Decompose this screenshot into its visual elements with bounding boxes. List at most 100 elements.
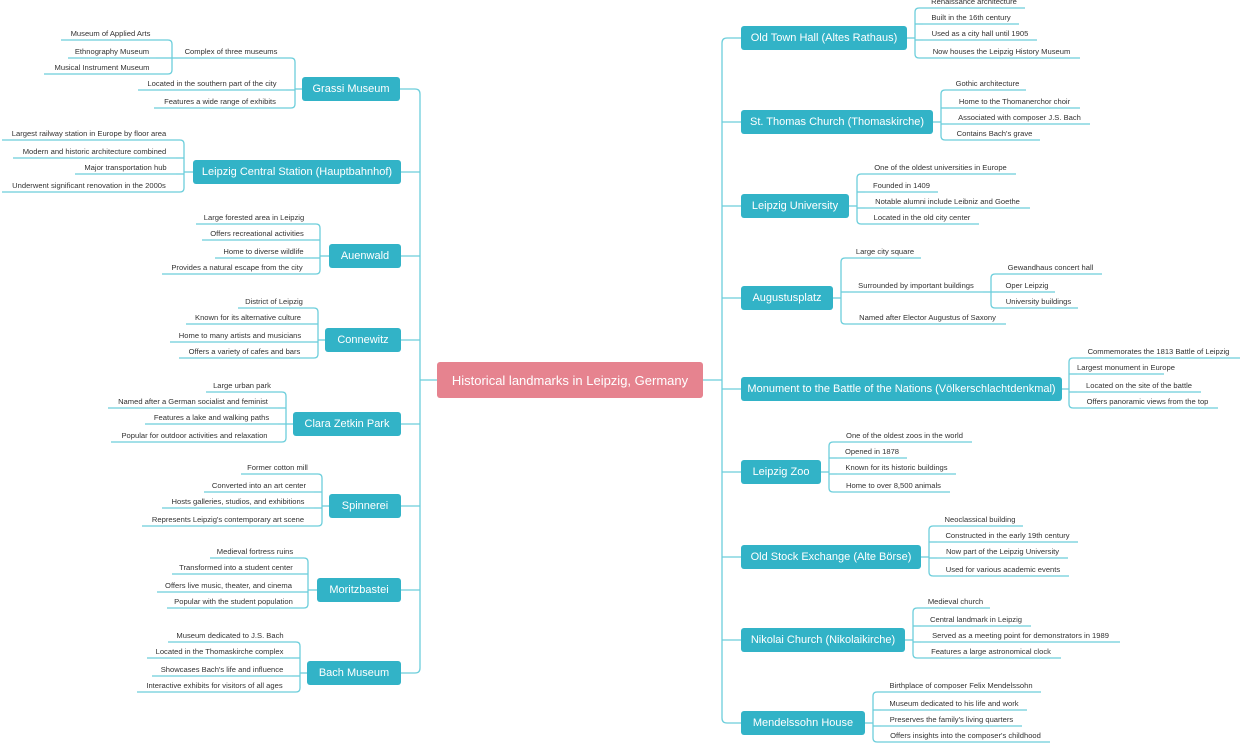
branch-st-thomas-church-thomaskirche-link-3 bbox=[940, 135, 949, 141]
branch-mendelssohn-house-leaf-1[interactable]: Museum dedicated to his life and work bbox=[889, 699, 1019, 708]
branch-connewitz-leaf-1[interactable]: Known for its alternative culture bbox=[195, 313, 301, 322]
branch-clara-zetkin-park-leaf-1[interactable]: Named after a German socialist and femin… bbox=[118, 397, 268, 406]
branch-nikolai-church-nikolaikirche-leaf-1[interactable]: Central landmark in Leipzig bbox=[929, 615, 1022, 624]
branch-monument-to-the-battle-of-the-na-leaf-0[interactable]: Commemorates the 1813 Battle of Leipzig bbox=[1087, 347, 1230, 356]
branch-old-town-hall-altes-rathaus[interactable]: Old Town Hall (Altes Rathaus) bbox=[741, 26, 907, 50]
branch-nikolai-church-nikolaikirche-link-3 bbox=[912, 653, 921, 659]
branch-leipzig-zoo-leaf-3[interactable]: Home to over 8,500 animals bbox=[846, 481, 941, 490]
branch-moritzbastei[interactable]: Moritzbastei bbox=[317, 578, 401, 602]
branch-augustusplatz-sub-1-leaf-0[interactable]: Gewandhaus concert hall bbox=[1007, 263, 1094, 272]
branch-auenwald-leaf-2[interactable]: Home to diverse wildlife bbox=[223, 247, 304, 256]
branch-clara-zetkin-park-leaf-3[interactable]: Popular for outdoor activities and relax… bbox=[121, 431, 268, 440]
branch-spinnerei-link-3 bbox=[314, 521, 323, 527]
branch-bach-museum[interactable]: Bach Museum bbox=[307, 661, 401, 685]
branch-bach-museum-leaf-0[interactable]: Museum dedicated to J.S. Bach bbox=[176, 631, 284, 640]
branch-leipzig-zoo-leaf-0[interactable]: One of the oldest zoos in the world bbox=[846, 431, 963, 440]
branch-leipzig-university-leaf-3[interactable]: Located in the old city center bbox=[873, 213, 971, 222]
branch-nikolai-church-nikolaikirche-leaf-0[interactable]: Medieval church bbox=[927, 597, 984, 606]
branch-leipzig-university-leaf-2[interactable]: Notable alumni include Leibniz and Goeth… bbox=[875, 197, 1020, 206]
branch-st-thomas-church-thomaskirche[interactable]: St. Thomas Church (Thomaskirche) bbox=[741, 110, 933, 134]
branch-mendelssohn-house-leaf-0[interactable]: Birthplace of composer Felix Mendelssohn bbox=[889, 681, 1033, 690]
branch-old-stock-exchange-alte-b-rse[interactable]: Old Stock Exchange (Alte Börse) bbox=[741, 545, 921, 569]
branch-grassi-museum[interactable]: Grassi Museum bbox=[302, 77, 400, 101]
branch-augustusplatz-sub-1-leaf-1[interactable]: Oper Leipzig bbox=[1005, 281, 1049, 290]
branch-old-stock-exchange-alte-b-rse-leaf-1[interactable]: Constructed in the early 19th century bbox=[945, 531, 1070, 540]
branch-grassi-museum-leaf-2[interactable]: Features a wide range of exhibits bbox=[164, 97, 276, 106]
branch-auenwald[interactable]: Auenwald bbox=[329, 244, 401, 268]
branch-monument-to-the-battle-of-the-na[interactable]: Monument to the Battle of the Nations (V… bbox=[741, 377, 1062, 401]
branch-connewitz-link-0 bbox=[310, 307, 319, 313]
branch-old-town-hall-altes-rathaus-leaf-0[interactable]: Renaissance architecture bbox=[931, 0, 1017, 6]
branch-moritzbastei-leaf-0[interactable]: Medieval fortress ruins bbox=[216, 547, 294, 556]
branch-monument-to-the-battle-of-the-na-leaf-1[interactable]: Largest monument in Europe bbox=[1077, 363, 1175, 372]
branch-leipzig-central-station-hauptbah[interactable]: Leipzig Central Station (Hauptbahnhof) bbox=[193, 160, 401, 184]
branch-leipzig-university-leaf-1[interactable]: Founded in 1409 bbox=[872, 181, 930, 190]
branch-connewitz-leaf-2[interactable]: Home to many artists and musicians bbox=[178, 331, 302, 340]
branch-leipzig-zoo-leaf-1[interactable]: Opened in 1878 bbox=[844, 447, 900, 456]
branch-spinnerei-leaf-0[interactable]: Former cotton mill bbox=[247, 463, 308, 472]
branch-grassi-museum-sub-0-leaf-1[interactable]: Ethnography Museum bbox=[74, 47, 150, 56]
branch-monument-to-the-battle-of-the-na-leaf-2[interactable]: Located on the site of the battle bbox=[1086, 381, 1192, 390]
branch-clara-zetkin-park-leaf-2[interactable]: Features a lake and walking paths bbox=[153, 413, 270, 422]
branch-nikolai-church-nikolaikirche[interactable]: Nikolai Church (Nikolaikirche) bbox=[741, 628, 905, 652]
branch-st-thomas-church-thomaskirche-leaf-2[interactable]: Associated with composer J.S. Bach bbox=[958, 113, 1081, 122]
branch-leipzig-university[interactable]: Leipzig University bbox=[741, 194, 849, 218]
branch-nikolai-church-nikolaikirche-leaf-3[interactable]: Features a large astronomical clock bbox=[931, 647, 1051, 656]
branch-auenwald-leaf-3[interactable]: Provides a natural escape from the city bbox=[171, 263, 303, 272]
branch-st-thomas-church-thomaskirche-leaf-3[interactable]: Contains Bach's grave bbox=[956, 129, 1033, 138]
branch-auenwald-leaf-0[interactable]: Large forested area in Leipzig bbox=[203, 213, 305, 222]
branch-nikolai-church-nikolaikirche-leaf-2[interactable]: Served as a meeting point for demonstrat… bbox=[932, 631, 1109, 640]
branch-connewitz-leaf-0[interactable]: District of Leipzig bbox=[245, 297, 303, 306]
branch-clara-zetkin-park[interactable]: Clara Zetkin Park bbox=[293, 412, 401, 436]
branch-augustusplatz-leaf-2[interactable]: Named after Elector Augustus of Saxony bbox=[859, 313, 996, 322]
branch-old-stock-exchange-alte-b-rse-leaf-3[interactable]: Used for various academic events bbox=[945, 565, 1061, 574]
branch-spinnerei[interactable]: Spinnerei bbox=[329, 494, 401, 518]
branch-old-stock-exchange-alte-b-rse-link-0 bbox=[928, 525, 937, 531]
branch-augustusplatz-sub-1-leaf-2[interactable]: University buildings bbox=[1005, 297, 1072, 306]
branch-leipzig-central-station-hauptbah-leaf-3[interactable]: Underwent significant renovation in the … bbox=[12, 181, 166, 190]
branch-bach-museum-leaf-1[interactable]: Located in the Thomaskirche complex bbox=[155, 647, 284, 656]
branch-leipzig-central-station-hauptbah-link-3 bbox=[176, 187, 185, 193]
branch-old-stock-exchange-alte-b-rse-leaf-2[interactable]: Now part of the Leipzig University bbox=[945, 547, 1060, 556]
branch-grassi-museum-sub-0-leaf-2[interactable]: Musical Instrument Museum bbox=[54, 63, 150, 72]
branch-moritzbastei-leaf-1[interactable]: Transformed into a student center bbox=[179, 563, 293, 572]
branch-leipzig-zoo[interactable]: Leipzig Zoo bbox=[741, 460, 821, 484]
branch-old-town-hall-altes-rathaus-leaf-3[interactable]: Now houses the Leipzig History Museum bbox=[932, 47, 1071, 56]
branch-mendelssohn-house-leaf-3[interactable]: Offers insights into the composer's chil… bbox=[890, 731, 1041, 740]
branch-leipzig-zoo-leaf-2[interactable]: Known for its historic buildings bbox=[845, 463, 948, 472]
left-spine-link-7 bbox=[401, 667, 421, 674]
branch-leipzig-central-station-hauptbah-leaf-2[interactable]: Major transportation hub bbox=[84, 163, 167, 172]
branch-st-thomas-church-thomaskirche-leaf-1[interactable]: Home to the Thomanerchor choir bbox=[958, 97, 1071, 106]
branch-grassi-museum-leaf-0[interactable]: Complex of three museums bbox=[184, 47, 278, 56]
branch-spinnerei-leaf-2[interactable]: Hosts galleries, studios, and exhibition… bbox=[171, 497, 305, 506]
branch-bach-museum-leaf-3[interactable]: Interactive exhibits for visitors of all… bbox=[146, 681, 283, 690]
branch-spinnerei-leaf-1[interactable]: Converted into an art center bbox=[211, 481, 307, 490]
branch-old-stock-exchange-alte-b-rse-leaf-0[interactable]: Neoclassical building bbox=[944, 515, 1016, 524]
branch-connewitz[interactable]: Connewitz bbox=[325, 328, 401, 352]
branch-monument-to-the-battle-of-the-na-leaf-3[interactable]: Offers panoramic views from the top bbox=[1086, 397, 1209, 406]
branch-spinnerei-leaf-3[interactable]: Represents Leipzig's contemporary art sc… bbox=[151, 515, 305, 524]
branch-augustusplatz-sub-1-link-0 bbox=[990, 273, 999, 279]
branch-old-town-hall-altes-rathaus-link-0 bbox=[914, 7, 923, 13]
branch-auenwald-leaf-1[interactable]: Offers recreational activities bbox=[210, 229, 304, 238]
branch-clara-zetkin-park-leaf-0[interactable]: Large urban park bbox=[213, 381, 271, 390]
branch-leipzig-university-leaf-0[interactable]: One of the oldest universities in Europe bbox=[874, 163, 1007, 172]
branch-leipzig-central-station-hauptbah-leaf-0[interactable]: Largest railway station in Europe by flo… bbox=[11, 129, 167, 138]
root-topic[interactable]: Historical landmarks in Leipzig, Germany bbox=[437, 362, 703, 398]
branch-old-town-hall-altes-rathaus-leaf-2[interactable]: Used as a city hall until 1905 bbox=[931, 29, 1029, 38]
branch-connewitz-link-3 bbox=[310, 353, 319, 359]
branch-st-thomas-church-thomaskirche-leaf-0[interactable]: Gothic architecture bbox=[955, 79, 1020, 88]
branch-old-town-hall-altes-rathaus-leaf-1[interactable]: Built in the 16th century bbox=[931, 13, 1011, 22]
branch-grassi-museum-sub-0-leaf-0[interactable]: Museum of Applied Arts bbox=[70, 29, 151, 38]
branch-connewitz-leaf-3[interactable]: Offers a variety of cafes and bars bbox=[188, 347, 301, 356]
branch-mendelssohn-house[interactable]: Mendelssohn House bbox=[741, 711, 865, 735]
branch-augustusplatz-leaf-1[interactable]: Surrounded by important buildings bbox=[858, 281, 974, 290]
branch-moritzbastei-leaf-2[interactable]: Offers live music, theater, and cinema bbox=[165, 581, 292, 590]
branch-mendelssohn-house-leaf-2[interactable]: Preserves the family's living quarters bbox=[889, 715, 1014, 724]
branch-bach-museum-leaf-2[interactable]: Showcases Bach's life and influence bbox=[160, 665, 284, 674]
branch-augustusplatz-leaf-0[interactable]: Large city square bbox=[855, 247, 915, 256]
branch-grassi-museum-leaf-1[interactable]: Located in the southern part of the city bbox=[147, 79, 277, 88]
branch-moritzbastei-leaf-3[interactable]: Popular with the student population bbox=[174, 597, 293, 606]
branch-augustusplatz[interactable]: Augustusplatz bbox=[741, 286, 833, 310]
branch-leipzig-central-station-hauptbah-leaf-1[interactable]: Modern and historic architecture combine… bbox=[22, 147, 167, 156]
